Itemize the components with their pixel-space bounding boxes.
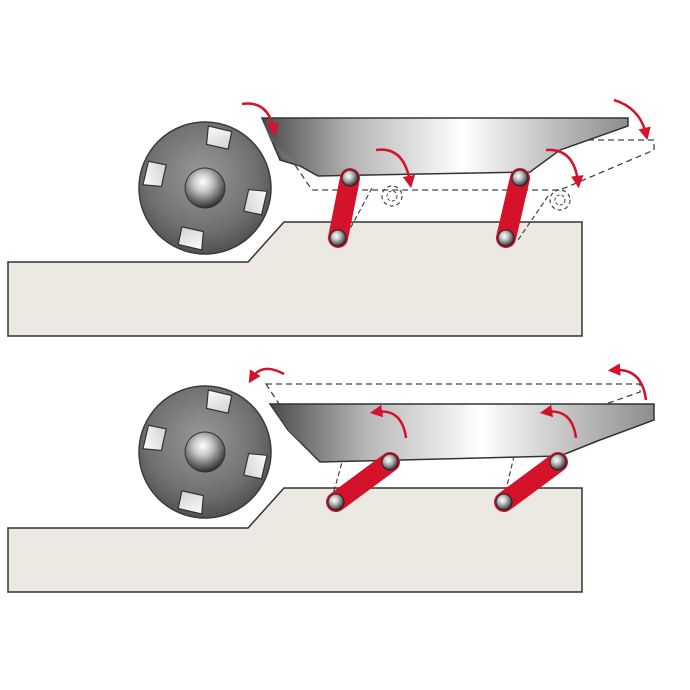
ghost-pin (549, 189, 571, 211)
rotation-arrow-icon (375, 148, 416, 189)
ghost-pin (381, 185, 403, 207)
ghost-pin (386, 190, 398, 202)
hinge-pin-icon (327, 493, 345, 511)
machine-base (7, 221, 583, 337)
hinge-link-front (328, 168, 360, 248)
rotation-arrow-icon (248, 367, 285, 384)
hinge-pin-icon (497, 229, 515, 247)
hinge-pin-icon (341, 169, 359, 187)
ghost-pin (554, 194, 566, 206)
rotation-arrow-icon (369, 404, 408, 439)
hinge-pin-icon (511, 169, 529, 187)
rotation-arrow-icon (241, 102, 279, 137)
ghost-link-line (517, 195, 549, 241)
hinge-link-front (326, 452, 400, 512)
hinge-pin-icon (381, 453, 399, 471)
hinge-link-rear (494, 452, 568, 512)
rotation-arrow-icon (607, 363, 648, 401)
planer-table (260, 117, 629, 177)
hinge-pin-icon (495, 493, 513, 511)
rotation-arrow-icon (545, 148, 584, 189)
rotation-arrow-icon (539, 404, 578, 439)
panel-bottom (7, 363, 655, 593)
planer-table (268, 403, 655, 463)
dashed-ghost-outline (276, 139, 655, 191)
panel-top (7, 98, 655, 337)
hinge-pin-icon (549, 453, 567, 471)
hinge-pin-icon (329, 229, 347, 247)
rotation-arrow-icon (613, 98, 651, 141)
machine-base (7, 487, 583, 593)
dashed-ghost-outline (264, 383, 641, 447)
hinge-link-rear (496, 168, 530, 248)
